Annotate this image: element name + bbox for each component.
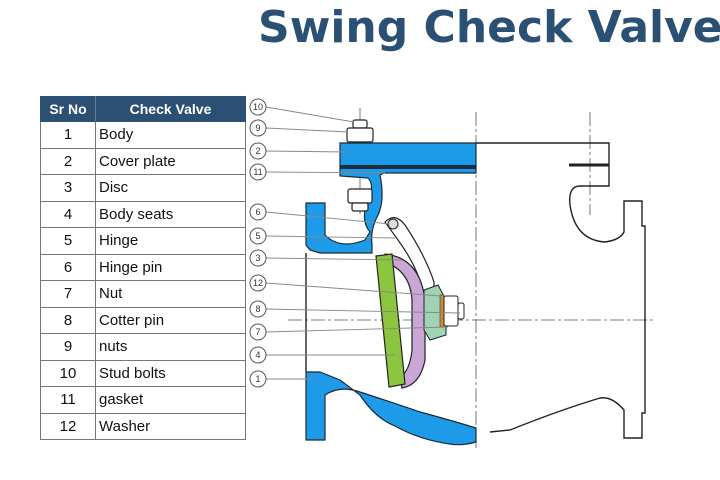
part-name-cell: Hinge <box>95 227 246 255</box>
callout-circle <box>249 300 267 318</box>
callout-number: 5 <box>255 231 260 241</box>
callout-circle <box>249 249 267 267</box>
callout-12: 12 <box>249 274 267 292</box>
callout-circle <box>249 98 267 116</box>
callout-number: 2 <box>255 146 260 156</box>
callout-1: 1 <box>249 370 267 388</box>
part-name-cell: Cotter pin <box>95 306 246 334</box>
callout-9: 9 <box>249 119 267 137</box>
washer <box>439 294 445 328</box>
gasket <box>340 165 476 169</box>
callout-7: 7 <box>249 323 267 341</box>
callout-number: 8 <box>255 304 260 314</box>
callout-2: 2 <box>249 142 267 160</box>
callout-number: 1 <box>255 374 260 384</box>
callout-number: 10 <box>253 102 263 112</box>
body-outline-right <box>476 142 646 439</box>
cotter-pin <box>457 302 465 320</box>
part-name-cell: Disc <box>95 174 246 202</box>
part-name-cell: Stud bolts <box>95 359 246 387</box>
callout-number: 9 <box>255 123 260 133</box>
callout-6: 6 <box>249 203 267 221</box>
part-name-cell: Body <box>95 121 246 149</box>
sr-no-cell: 12 <box>40 412 96 440</box>
part-name-cell: Hinge pin <box>95 253 246 281</box>
callout-number: 6 <box>255 207 260 217</box>
sr-no-cell: 9 <box>40 333 96 361</box>
part-name-cell: Washer <box>95 412 246 440</box>
callout-number: 4 <box>255 350 260 360</box>
part-name-cell: Cover plate <box>95 147 246 175</box>
callout-circle <box>249 323 267 341</box>
sr-no-cell: 10 <box>40 359 96 387</box>
header-sr-no: Sr No <box>40 96 96 122</box>
stud-bolt <box>346 119 374 212</box>
page-title: Swing Check Valve <box>258 2 720 53</box>
callout-number: 12 <box>253 278 263 288</box>
header-check-valve: Check Valve <box>95 96 246 122</box>
callout-circle <box>249 163 267 181</box>
sr-no-cell: 3 <box>40 174 96 202</box>
sr-no-cell: 7 <box>40 280 96 308</box>
callout-4: 4 <box>249 346 267 364</box>
callout-number: 7 <box>255 327 260 337</box>
callout-3: 3 <box>249 249 267 267</box>
callout-markers: 10 9 2 11 6 5 3 12 8 7 4 1 <box>249 98 267 388</box>
hinge <box>384 217 435 301</box>
callout-5: 5 <box>249 227 267 245</box>
callout-number: 3 <box>255 253 260 263</box>
callout-circle <box>249 119 267 137</box>
callout-circle <box>249 142 267 160</box>
part-name-cell: Body seats <box>95 200 246 228</box>
part-name-cell: gasket <box>95 386 246 414</box>
sr-no-cell: 2 <box>40 147 96 175</box>
nut-top-upper <box>352 119 368 129</box>
callout-circle <box>249 203 267 221</box>
sr-no-cell: 1 <box>40 121 96 149</box>
callout-circle <box>249 274 267 292</box>
disc-nut <box>443 295 459 327</box>
nut-top <box>346 127 374 143</box>
sr-no-cell: 6 <box>40 253 96 281</box>
sr-no-cell: 4 <box>40 200 96 228</box>
callout-number: 11 <box>253 167 262 177</box>
callout-circle <box>249 346 267 364</box>
callout-10: 10 <box>249 98 267 116</box>
callout-11: 11 <box>249 163 267 181</box>
callout-circle <box>249 227 267 245</box>
table-header-row: Sr No Check Valve <box>40 96 246 122</box>
callout-8: 8 <box>249 300 267 318</box>
sr-no-cell: 11 <box>40 386 96 414</box>
disc <box>375 253 406 388</box>
callout-circle <box>249 370 267 388</box>
nut-bottom-lower <box>351 202 369 212</box>
nut-bottom <box>347 188 373 204</box>
callout-leaders <box>265 106 461 380</box>
